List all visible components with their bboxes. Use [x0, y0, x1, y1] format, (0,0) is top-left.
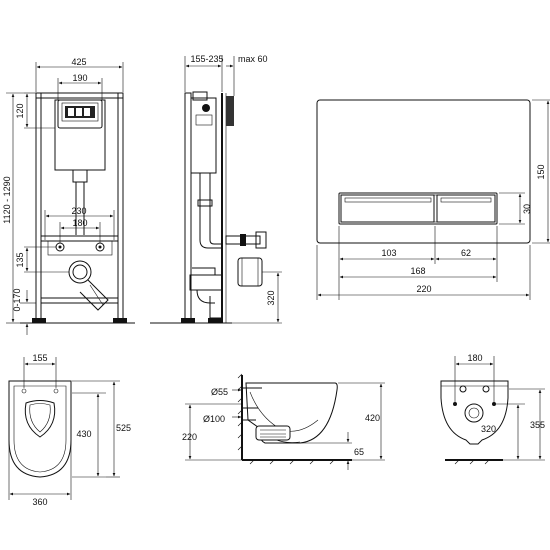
plate-height-label: 150 [536, 164, 546, 179]
bolt-height-label: 320 [481, 424, 496, 434]
mount-height-label: 220 [182, 432, 197, 442]
bowl-height-label: 420 [365, 413, 380, 423]
bolt-spacing-label: 180 [467, 353, 482, 363]
frame-height-label: 1120 - 1290 [2, 176, 12, 223]
outlet-height-label: 320 [266, 290, 276, 305]
top-height-label: 355 [530, 420, 545, 430]
bowl-length-label: 525 [116, 423, 131, 433]
pipe-small-label: Ø55 [211, 387, 228, 397]
floor-gap-label: 65 [354, 447, 364, 457]
bowl-back-view: 180 320 355 [440, 353, 545, 465]
plate-width-label: 220 [416, 284, 431, 294]
button-right-width-label: 62 [461, 248, 471, 258]
frame-top-inner-label: 190 [72, 73, 87, 83]
bowl-top-view: 155 430 525 360 [8, 353, 131, 507]
inlet-inner-label: 180 [72, 218, 87, 228]
bowl-width-label: 360 [32, 497, 47, 507]
frame-depth-label: 155-235 [190, 54, 223, 64]
buttons-total-label: 168 [410, 266, 425, 276]
flush-plate-view: 150 30 103 62 168 220 [316, 99, 550, 300]
lower-height-label: 135 [15, 252, 25, 267]
frame-top-height-label: 120 [15, 103, 25, 118]
frame-width-label: 425 [71, 57, 86, 67]
button-left-width-label: 103 [381, 248, 396, 258]
pipe-large-label: Ø100 [203, 414, 225, 424]
seat-width-label: 155 [32, 353, 47, 363]
frame-max-depth-label: max 60 [238, 54, 268, 64]
foot-range-label: 0-170 [12, 288, 22, 311]
frame-front-view: 425 190 120 1120 - 1290 230 180 135 [2, 57, 135, 335]
bowl-side-view: Ø55 Ø100 220 420 65 [182, 373, 385, 470]
inlet-spacing-label: 230 [71, 206, 86, 216]
frame-side-view: 155-235 max 60 320 [150, 54, 282, 324]
button-height-label: 30 [522, 204, 532, 214]
bowl-depth-label: 430 [76, 429, 91, 439]
